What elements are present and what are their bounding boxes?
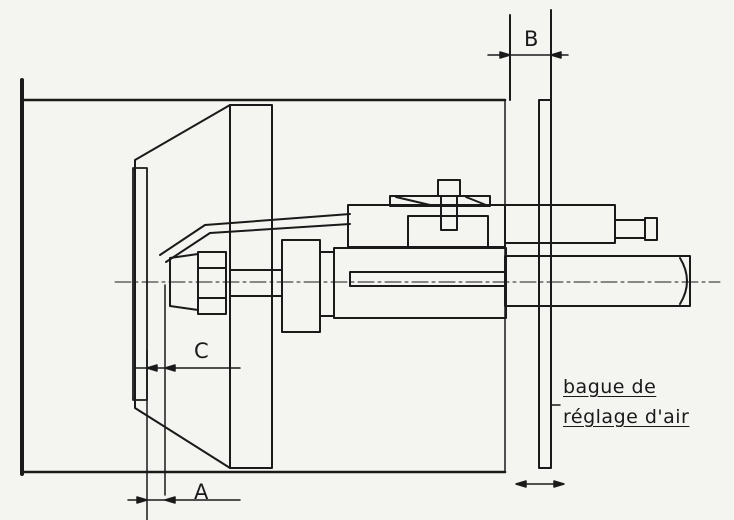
ignition-electrode bbox=[159, 213, 351, 263]
rear-tube bbox=[504, 204, 691, 307]
air-ring-note-line1: bague de bbox=[563, 376, 657, 398]
dimension-a-lines bbox=[127, 496, 241, 504]
dimension-b-lines bbox=[487, 51, 569, 59]
adjustment-arrow bbox=[515, 480, 565, 488]
dimension-c-lines bbox=[134, 284, 241, 520]
combustion-head bbox=[132, 104, 273, 469]
electrode-tube bbox=[347, 179, 506, 249]
dimension-a-label: A bbox=[194, 480, 209, 504]
air-ring-note-line2: réglage d'air bbox=[563, 406, 690, 428]
air-adjustment-ring bbox=[509, 9, 552, 469]
burner-housing bbox=[20, 78, 507, 476]
dimension-b-label: B bbox=[524, 27, 539, 51]
nozzle-holder bbox=[169, 239, 507, 333]
dimension-c-label: C bbox=[194, 339, 209, 363]
